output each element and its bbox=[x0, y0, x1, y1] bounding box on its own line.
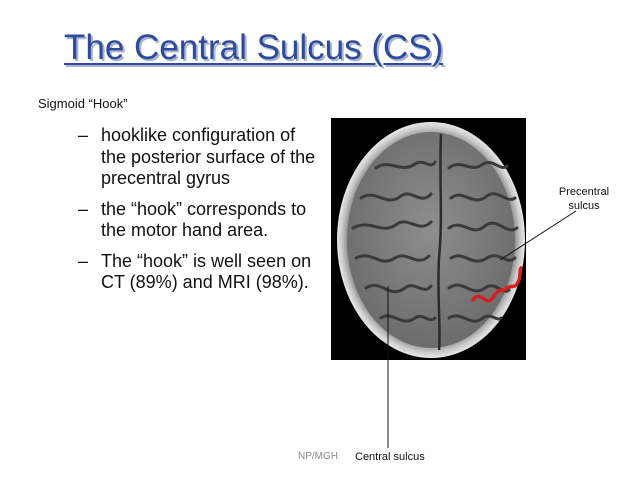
bullet-dash: – bbox=[78, 125, 89, 145]
subheading: Sigmoid “Hook” bbox=[38, 96, 128, 111]
bullet-dash: – bbox=[78, 198, 89, 219]
brain bbox=[347, 132, 515, 348]
bullet-dash: – bbox=[78, 250, 89, 271]
label-precentral-sulcus: Precentral sulcus bbox=[558, 186, 610, 212]
sulci bbox=[351, 160, 519, 323]
interhemispheric-fissure bbox=[437, 133, 443, 351]
bullet-text: The “hook” is well seen on CT (89%) and … bbox=[101, 250, 312, 293]
bullet-item: – The “hook” is well seen on CT (89%) an… bbox=[78, 251, 318, 294]
bullet-text: hooklike configuration of the posterior … bbox=[101, 125, 316, 188]
bullet-item: – hooklike configuration of the posterio… bbox=[78, 125, 318, 190]
bullet-item: – the “hook” corresponds to the motor ha… bbox=[78, 199, 318, 242]
motor-hand-hook bbox=[471, 266, 523, 303]
bullet-text: the “hook” corresponds to the motor hand… bbox=[101, 198, 307, 241]
credit-text: NP/MGH bbox=[298, 451, 338, 462]
label-central-sulcus: Central sulcus bbox=[355, 451, 425, 463]
brain-illustration bbox=[337, 122, 525, 358]
ct-scan-image bbox=[331, 118, 526, 360]
bullet-list: – hooklike configuration of the posterio… bbox=[78, 125, 318, 303]
slide-title: The Central Sulcus (CS) bbox=[64, 28, 444, 67]
